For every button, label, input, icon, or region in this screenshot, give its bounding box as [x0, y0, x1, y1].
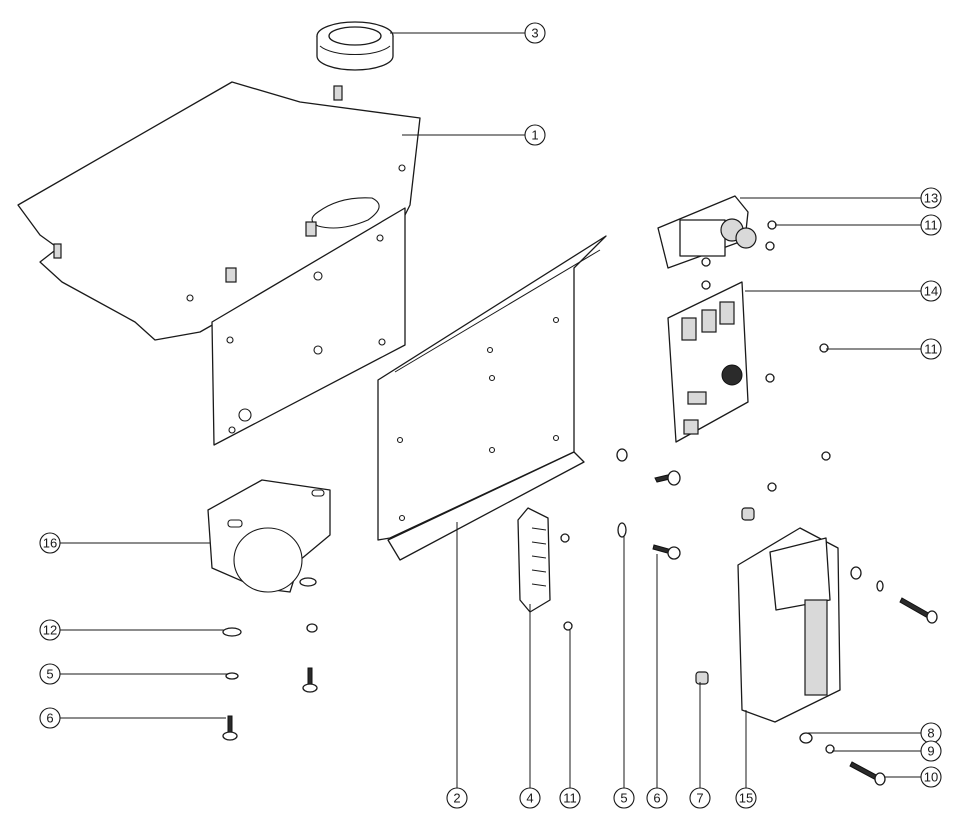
callout-label-c10: 10	[924, 770, 938, 785]
callout-balloon-c12	[39, 619, 61, 641]
callout-label-c16: 16	[43, 536, 57, 551]
part-mounting-plate	[377, 235, 607, 561]
callout-balloon-c4	[519, 787, 541, 809]
callout-label-c8: 8	[927, 726, 934, 741]
callout-balloon-c1	[524, 124, 546, 146]
callout-balloon-c14	[920, 280, 942, 302]
callout-balloon-c11c	[559, 787, 581, 809]
callout-balloon-c5b	[613, 787, 635, 809]
callout-balloon-c11a	[920, 214, 942, 236]
callout-label-c6b: 6	[653, 791, 660, 806]
callout-balloon-c5a	[39, 663, 61, 685]
callout-balloon-c6a	[39, 707, 61, 729]
part-clamp-bracket	[207, 479, 331, 593]
callout-balloon-c16	[39, 532, 61, 554]
callout-label-c12: 12	[43, 623, 57, 638]
callout-balloon-c9	[920, 740, 942, 762]
callout-balloon-c6b	[646, 787, 668, 809]
callout-label-c2: 2	[453, 791, 460, 806]
part-top-bracket	[17, 81, 421, 446]
callout-label-c11c: 11	[563, 791, 577, 806]
part-circuit-board	[667, 281, 749, 443]
callout-group: 3 1 13 11 14 11 16 12 5 6 8 9 10 2 4 11 5 6 7 15	[39, 22, 942, 809]
callout-balloon-c10	[920, 766, 942, 788]
callout-label-c1: 1	[531, 128, 538, 143]
callout-label-c3: 3	[531, 26, 538, 41]
callout-label-c15: 15	[739, 791, 753, 806]
callout-label-c4: 4	[526, 791, 533, 806]
callout-label-c5b: 5	[620, 791, 627, 806]
callout-balloon-c7	[689, 787, 711, 809]
callout-balloon-c2	[446, 787, 468, 809]
callout-label-c13: 13	[924, 191, 938, 206]
callout-balloon-c3	[524, 22, 546, 44]
part-grommet	[316, 21, 394, 71]
callout-balloon-c11b	[920, 338, 942, 360]
callout-balloon-c13	[920, 187, 942, 209]
callout-label-c11b: 11	[924, 342, 938, 357]
callout-label-c5a: 5	[46, 667, 53, 682]
callout-label-c9: 9	[927, 744, 934, 759]
part-terminal-block	[517, 507, 551, 613]
part-controller-housing	[737, 527, 841, 723]
callout-label-c6a: 6	[46, 711, 53, 726]
part-relay-module	[657, 195, 757, 269]
callout-label-c11a: 11	[924, 218, 938, 233]
hardware-items	[222, 220, 938, 786]
callout-label-c7: 7	[696, 791, 703, 806]
callout-label-c14: 14	[924, 284, 938, 299]
callout-balloon-c15	[735, 787, 757, 809]
